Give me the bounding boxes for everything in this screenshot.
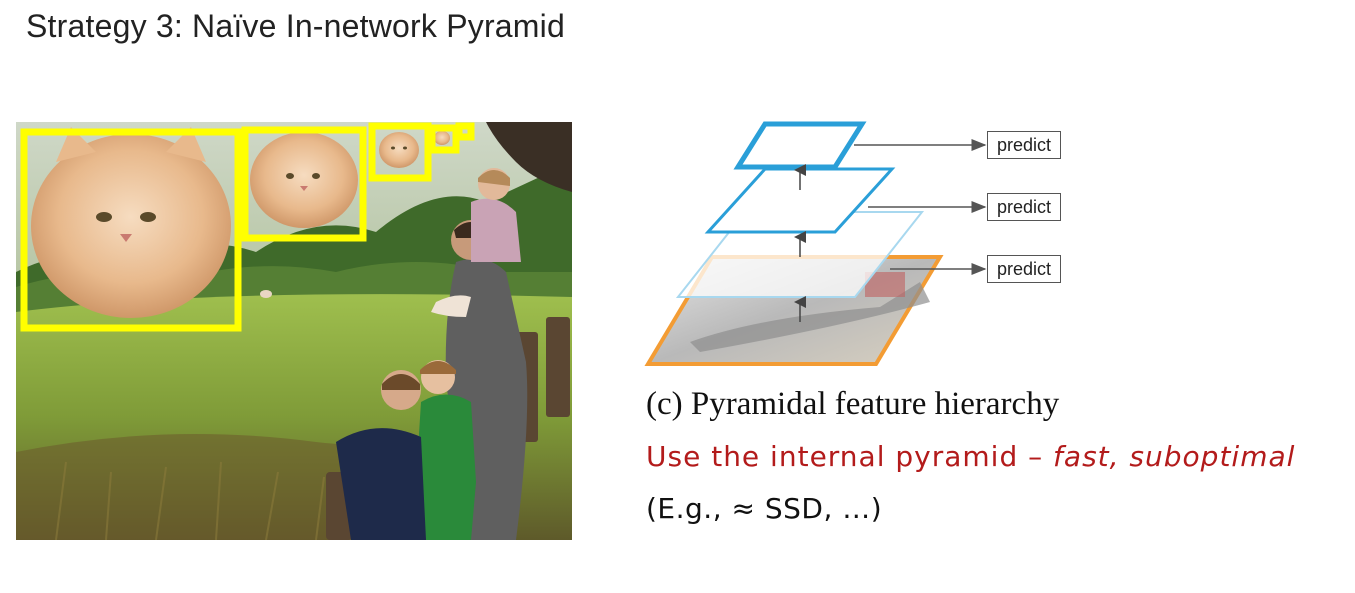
note-prefix: Use the internal pyramid –	[646, 440, 1054, 473]
example-photo	[16, 122, 572, 540]
strategy-note: Use the internal pyramid – fast, subopti…	[646, 440, 1295, 473]
example-methods: (E.g., ≈ SSD, …)	[646, 492, 883, 525]
photo-scene	[16, 122, 572, 540]
pyramid-diagram: predict predict predict	[640, 112, 1080, 372]
detection-boxes	[20, 122, 475, 332]
note-emphasis: fast, suboptimal	[1053, 440, 1296, 473]
cat-tiny	[434, 131, 450, 145]
pyramid-figure	[644, 121, 987, 366]
diagram-caption: (c) Pyramidal feature hierarchy	[646, 386, 1060, 422]
cat-medium	[250, 132, 358, 228]
predict-box-middle: predict	[987, 193, 1061, 221]
slide-title: Strategy 3: Naïve In-network Pyramid	[26, 8, 565, 44]
cat-small	[379, 132, 419, 168]
predict-box-top: predict	[987, 131, 1061, 159]
cat-large	[31, 127, 231, 318]
feature-layer-2	[704, 167, 896, 234]
feature-layer-3	[733, 121, 867, 170]
predict-box-bottom: predict	[987, 255, 1061, 283]
